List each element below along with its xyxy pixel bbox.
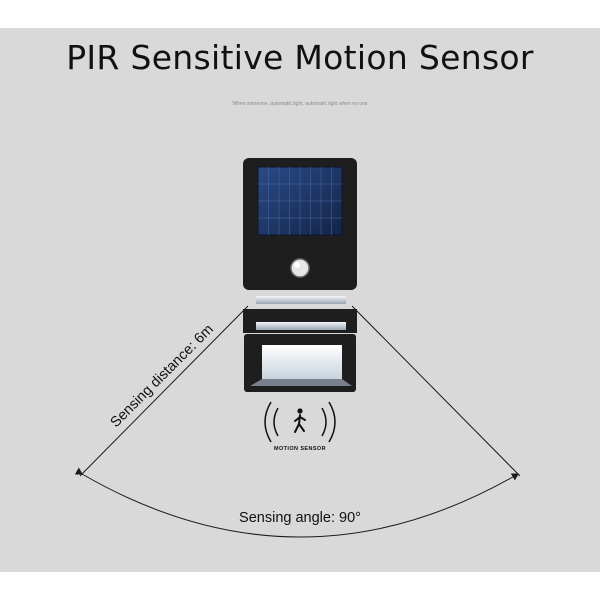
- motion-sensor-label: MOTION SENSOR: [274, 446, 326, 452]
- range-line-left: [79, 305, 249, 477]
- light-glow-window: [262, 345, 342, 379]
- sensing-distance-label: Sensing distance: 6m: [108, 321, 217, 430]
- solar-lamp: [243, 158, 357, 392]
- solar-panel-grid: [258, 167, 342, 235]
- light-bar-middle: [256, 322, 346, 330]
- range-line-right: [351, 305, 521, 477]
- motion-wave-icon: [264, 401, 336, 443]
- light-bar-top: [256, 296, 346, 304]
- pir-sensor-dome: [290, 258, 310, 278]
- walking-person-icon: [294, 408, 306, 433]
- motion-sensor-badge: MOTION SENSOR: [264, 401, 336, 452]
- sensing-angle-label: Sensing angle: 90°: [239, 510, 361, 526]
- page-subtitle: When someone, automatic light, automatic…: [232, 101, 368, 107]
- sensing-arc: [74, 467, 519, 538]
- page-title: PIR Sensitive Motion Sensor: [66, 38, 534, 77]
